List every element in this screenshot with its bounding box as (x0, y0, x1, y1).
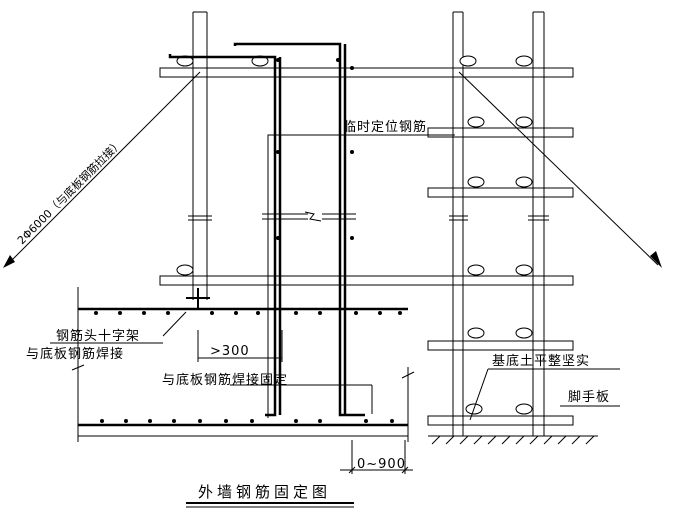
label-diagonal-tie: 2Φ6000（与底板钢筋拉接） (14, 136, 125, 247)
arrowheads (3, 251, 662, 268)
temp-positioning-rebar (262, 134, 455, 418)
leader-lines (50, 311, 620, 421)
diagram-title: 外墙钢筋固定图 (198, 483, 331, 501)
slab-rebar-lines (78, 307, 408, 427)
ground-hatching (428, 435, 598, 445)
slab-rebar-dots-top (94, 311, 402, 315)
label-base-soil: 基底土平整坚实 (492, 353, 590, 369)
title-underline (186, 502, 354, 508)
label-dim-300: >300 (210, 344, 250, 359)
label-weld-fixed: 与底板钢筋焊接固定 (162, 372, 288, 388)
diagonal-ties (6, 71, 659, 266)
rebar-dots (276, 58, 354, 240)
pole-clamps (188, 215, 549, 221)
label-dim-0-900: 0~900 (357, 457, 406, 472)
coupler-ellipses (176, 55, 533, 415)
dimension-0-900 (340, 440, 413, 474)
base-slab (71, 287, 415, 442)
horizontal-tubes (159, 67, 574, 426)
left-scaffold-poles (192, 11, 208, 300)
label-rebar-cross: 钢筋头十字架 (56, 328, 140, 344)
label-temp-rebar: 临时定位钢筋 (343, 119, 427, 135)
dimension-300 (197, 330, 283, 362)
label-scaffold-board: 脚手板 (568, 389, 610, 405)
wall-rebar (168, 42, 365, 417)
slab-rebar-dots-bottom (100, 419, 394, 423)
label-weld-to-slab: 与底板钢筋焊接 (26, 346, 124, 362)
cross-support (186, 288, 210, 310)
